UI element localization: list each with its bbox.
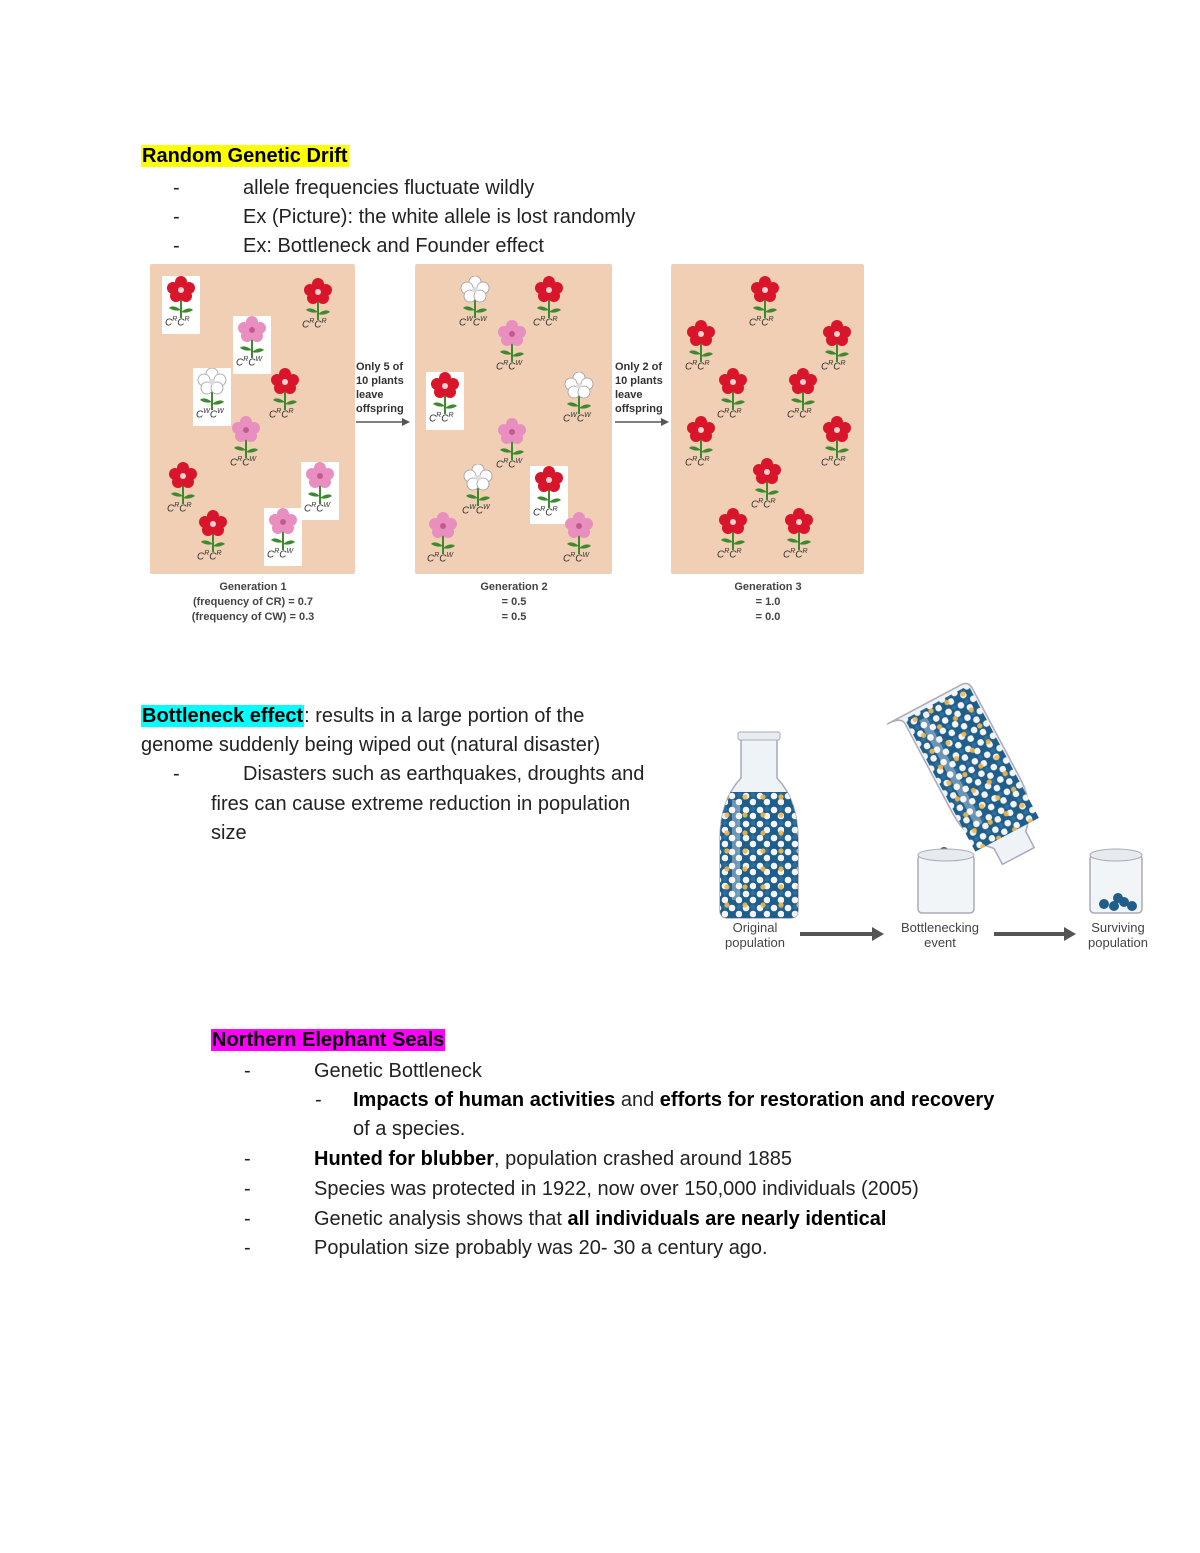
pink-flower-icon: CRCW — [264, 507, 302, 566]
pink-flower-icon: CRCW — [493, 319, 531, 378]
bottleneck-illustration — [719, 682, 1143, 941]
white-flower-icon: CWCW — [456, 275, 494, 334]
surviving-cup — [1089, 848, 1143, 914]
pink-flower-icon: CRCW — [424, 511, 462, 570]
pouring-bottle — [886, 682, 1039, 866]
white-flower-icon: CWCW — [193, 367, 231, 426]
bullet-text: Genetic analysis shows that all individu… — [314, 1205, 886, 1234]
section-heading-northern-elephant-seals: Northern Elephant Seals — [211, 1026, 446, 1055]
dash: - — [173, 763, 180, 785]
pink-flower-icon: CRCW — [301, 461, 339, 520]
heading-text: Random Genetic Drift — [141, 145, 349, 167]
red-flower-icon: CRCR — [530, 465, 568, 524]
pink-flower-icon: CRCW — [493, 417, 531, 476]
bullet-population-size: - Population size probably was 20- 30 a … — [244, 1234, 768, 1263]
bullet-text: Species was protected in 1922, now over … — [314, 1178, 919, 1200]
bullet-text: allele frequencies fluctuate wildly — [243, 177, 535, 199]
red-flower-icon: CRCR — [714, 507, 752, 566]
bullet-genetic-bottleneck: - Genetic Bottleneck — [244, 1057, 482, 1086]
pink-flower-icon: CRCW — [233, 315, 271, 374]
generation-2-caption: Generation 2= 0.5= 0.5 — [480, 581, 548, 623]
bottleneck-term: Bottleneck effect — [141, 705, 305, 727]
original-bottle — [719, 731, 799, 919]
red-flower-icon: CRCR — [164, 461, 202, 520]
bottleneck-cup — [917, 848, 975, 914]
bullet-disasters-line-3: size — [211, 822, 247, 844]
dash: - — [244, 1148, 251, 1170]
red-flower-icon: CRCR — [818, 319, 856, 378]
white-flower-icon: CWCW — [459, 463, 497, 522]
text: , population crashed around 1885 — [493, 1148, 792, 1170]
bullet-genetic-analysis: - Genetic analysis shows that all indivi… — [244, 1205, 886, 1234]
generation-1-caption: Generation 1(frequency of CR) = 0.7(freq… — [191, 581, 315, 623]
red-flower-icon: CRCR — [784, 367, 822, 426]
bullet-text: Ex: Bottleneck and Founder effect — [243, 235, 544, 257]
genetic-drift-figure: CRCR CRCR CRCW CWCW CRCR CRCW CRCR CRCW … — [148, 262, 868, 632]
bullet-text: Ex (Picture): the white allele is lost r… — [243, 206, 636, 228]
definition-text: : results in a large portion of the — [304, 705, 585, 727]
red-flower-icon: CRCR — [746, 275, 784, 334]
red-flower-icon: CRCR — [266, 367, 304, 426]
sub-bullet-line-2: of a species. — [353, 1118, 466, 1140]
bullet-example-picture: - Ex (Picture): the white allele is lost… — [173, 203, 635, 232]
arrow-right-icon — [615, 418, 669, 426]
red-flower-icon: CRCR — [714, 367, 752, 426]
bullet-text: Population size probably was 20- 30 a ce… — [314, 1237, 768, 1259]
arrow-right-icon — [994, 927, 1076, 941]
text: Genetic analysis shows that — [314, 1208, 568, 1230]
bold-text: efforts for restoration and recovery — [659, 1089, 995, 1111]
bottleneck-definition-line-2: genome suddenly being wiped out (natural… — [141, 734, 601, 756]
red-flower-icon: CRCR — [426, 371, 464, 430]
bold-text: all individuals are nearly identical — [567, 1208, 887, 1230]
dash: - — [244, 1178, 251, 1200]
text: and — [615, 1089, 660, 1111]
red-flower-icon: CRCR — [682, 319, 720, 378]
bullet-disasters-line-2: fires can cause extreme reduction in pop… — [211, 793, 631, 815]
dash: - — [173, 235, 180, 257]
dash: - — [315, 1089, 322, 1111]
bold-text: Hunted for blubber — [314, 1148, 494, 1170]
generation-3-caption: Generation 3= 1.0= 0.0 — [734, 581, 802, 623]
red-flower-icon: CRCR — [530, 275, 568, 334]
bullet-text: Hunted for blubber, population crashed a… — [314, 1145, 792, 1174]
white-flower-icon: CWCW — [560, 371, 598, 430]
bullet-text: Disasters such as earthquakes, droughts … — [243, 763, 645, 785]
bullet-hunted-for-blubber: - Hunted for blubber, population crashed… — [244, 1145, 792, 1174]
pink-flower-icon: CRCW — [227, 415, 265, 474]
dash: - — [173, 206, 180, 228]
heading-text: Northern Elephant Seals — [211, 1029, 446, 1051]
bullet-species-protected: - Species was protected in 1922, now ove… — [244, 1175, 919, 1204]
section-heading-random-genetic-drift: Random Genetic Drift — [141, 142, 349, 171]
dash: - — [244, 1060, 251, 1082]
red-flower-icon: CRCR — [299, 277, 337, 336]
arrow-right-icon — [356, 418, 410, 426]
arrow-right-icon — [800, 927, 884, 941]
bold-text: Impacts of human activities — [353, 1089, 616, 1111]
red-flower-icon: CRCR — [194, 509, 232, 568]
red-flower-icon: CRCR — [748, 457, 786, 516]
red-flower-icon: CRCR — [682, 415, 720, 474]
sub-bullet-human-activities: - Impacts of human activities and efforts… — [315, 1086, 994, 1115]
red-flower-icon: CRCR — [818, 415, 856, 474]
dash: - — [173, 177, 180, 199]
bottleneck-definition-line-1: Bottleneck effect: results in a large po… — [141, 702, 584, 731]
bullet-example-bottleneck: - Ex: Bottleneck and Founder effect — [173, 232, 544, 261]
pink-flower-icon: CRCW — [560, 511, 598, 570]
dash: - — [244, 1208, 251, 1230]
bullet-allele-frequencies: - allele frequencies fluctuate wildly — [173, 174, 534, 203]
dash: - — [244, 1237, 251, 1259]
bullet-disasters: - Disasters such as earthquakes, drought… — [173, 760, 644, 789]
red-flower-icon: CRCR — [162, 275, 200, 334]
bullet-text: Genetic Bottleneck — [314, 1060, 482, 1082]
red-flower-icon: CRCR — [780, 507, 818, 566]
